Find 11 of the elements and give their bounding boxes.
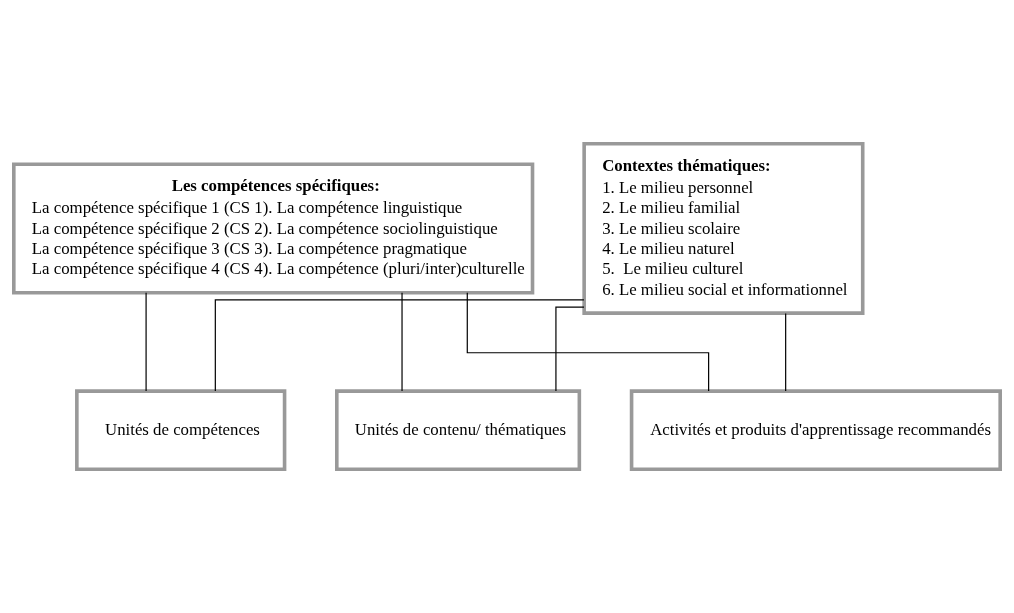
connector	[555, 306, 585, 392]
node-box: Les compétences spécifiques: La compétence spécifique 1 (CS 1). La compétence linguistique La compétence spécifique 2 (CS 2). La compétence sociolinguistique La compétence spécifique 3 (CS 3). La compétence pragmatique La compétence spécifique 4 (CS 4). La compétence (pluri/inter)culturelle	[12, 162, 535, 295]
node-box: Unités de contenu/ thématiques	[335, 389, 582, 471]
connector	[401, 292, 403, 392]
connector	[214, 299, 585, 392]
node-box: Unités de compétences	[75, 389, 287, 471]
connector	[145, 292, 147, 392]
connector	[785, 312, 787, 392]
node-box: Activités et produits d'apprentissage recommandés	[629, 389, 1002, 471]
node-box: Contextes thématiques: 1. Le milieu personnel 2. Le milieu familial 3. Le milieu scolaire 4. Le milieu naturel 5. Le milieu culturel 6. Le milieu social et informationnel	[582, 142, 865, 315]
connector	[466, 292, 710, 392]
